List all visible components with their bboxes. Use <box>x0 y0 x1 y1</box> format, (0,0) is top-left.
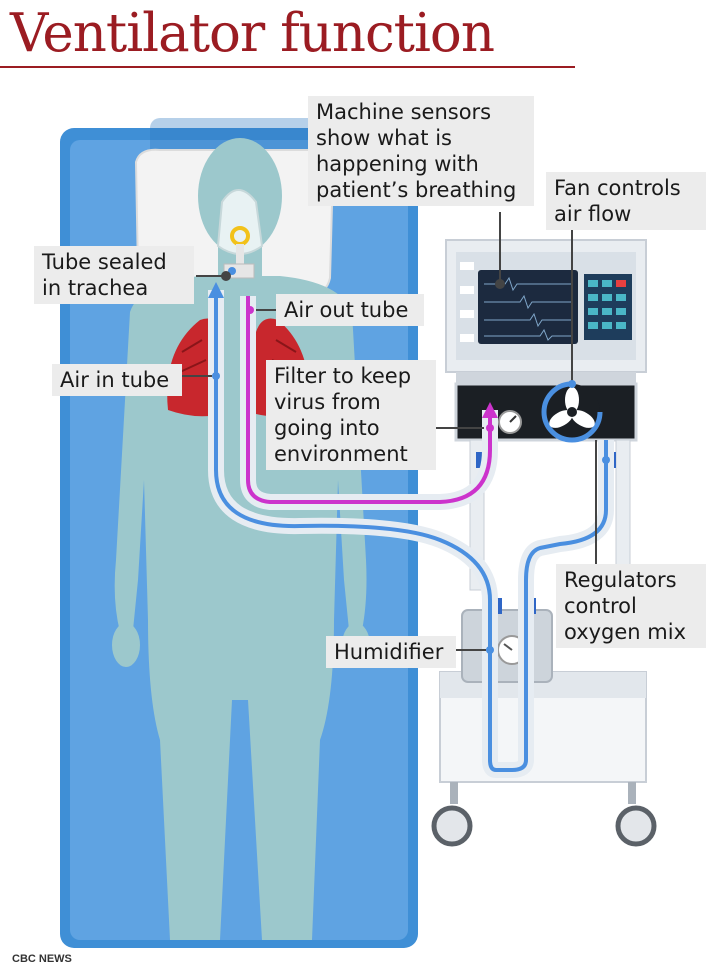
air-in-tube <box>208 282 614 778</box>
air-out-tube <box>240 296 498 510</box>
leader-lines <box>180 212 610 654</box>
wheel-icon <box>431 805 657 847</box>
label-humidifier: Humidifier <box>326 636 456 668</box>
label-air-out-tube: Air out tube <box>276 294 424 326</box>
ventilator-machine <box>439 239 647 804</box>
title-underline <box>0 66 575 68</box>
label-air-in-tube: Air in tube <box>52 364 182 396</box>
pressure-gauge-icon <box>498 410 522 434</box>
page-title: Ventilator function <box>10 3 495 64</box>
fan-icon <box>541 381 603 443</box>
label-regulators: Regulators control oxygen mix <box>556 564 706 648</box>
label-fan-controls: Fan controls air flow <box>546 172 706 230</box>
label-filter: Filter to keep virus from going into env… <box>266 360 436 470</box>
label-machine-sensors: Machine sensors show what is happening w… <box>308 96 534 206</box>
source-credit: CBC NEWS <box>12 953 72 965</box>
label-tube-sealed: Tube sealed in trachea <box>34 246 194 304</box>
oxygen-mask <box>216 189 264 264</box>
